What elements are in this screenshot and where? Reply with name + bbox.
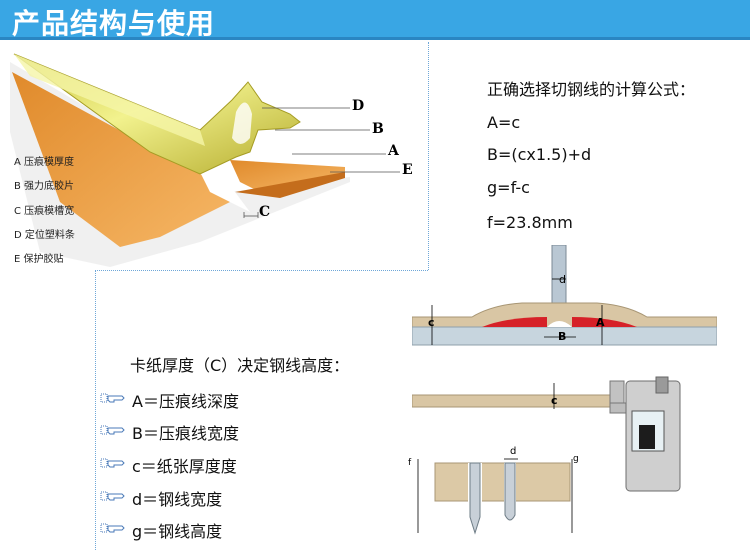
formula-line: f=23.8mm: [487, 213, 573, 232]
caliper-label-c: c: [551, 394, 558, 407]
formula-line: A=c: [487, 113, 521, 132]
label-D: D: [352, 98, 365, 114]
pointing-hand-icon: [100, 425, 125, 435]
formula-title: 正确选择切钢线的计算公式：: [487, 80, 696, 99]
definition-item: g＝钢线高度: [132, 522, 223, 541]
crease-cross-section-diagram: [412, 245, 717, 346]
steel-rule-diagram: [417, 458, 573, 535]
definition-item: c＝纸张厚度度: [132, 457, 237, 476]
formula-line: g=f-c: [487, 178, 530, 197]
caliper-diagram: [412, 376, 681, 492]
label-B: B: [372, 121, 384, 137]
legend-item: A 压痕模厚度: [14, 157, 75, 168]
cross-section-label-c: c: [428, 316, 435, 329]
formula-line: B=(cx1.5)+d: [487, 145, 592, 164]
legend-item: E 保护胶贴: [14, 254, 64, 265]
cross-section-label-B: B: [558, 330, 567, 343]
page-title: 产品结构与使用: [12, 7, 216, 40]
divider-horizontal: [95, 270, 428, 271]
steel-rule-label-f: f: [408, 458, 412, 468]
pointing-hand-icon: [100, 523, 125, 533]
divider-vertical-bottom: [95, 270, 96, 550]
cross-section-label-d: d: [559, 273, 566, 286]
steel-rule-label-d: d: [510, 446, 517, 457]
label-E: E: [402, 162, 413, 178]
header-bar: [0, 0, 750, 40]
legend-item: D 定位塑料条: [14, 230, 75, 241]
label-C: C: [259, 204, 271, 220]
pointing-hand-icon: [100, 393, 125, 403]
pointing-hand-icon: [100, 458, 125, 468]
divider-vertical-top: [428, 42, 429, 270]
label-A: A: [388, 143, 399, 159]
legend-item: C 压痕模槽宽: [14, 206, 75, 217]
product-structure-illustration: [10, 53, 400, 267]
pointing-hand-icon: [100, 491, 125, 501]
definition-item: B＝压痕线宽度: [132, 424, 239, 443]
cross-section-label-A: A: [596, 316, 605, 329]
steel-rule-label-g: g: [573, 454, 579, 464]
card-thickness-title: 卡纸厚度（C）决定钢线高度：: [130, 356, 350, 375]
definition-item: A＝压痕线深度: [132, 392, 239, 411]
definition-item: d＝钢线宽度: [132, 490, 223, 509]
legend-item: B 强力底胶片: [14, 181, 75, 192]
